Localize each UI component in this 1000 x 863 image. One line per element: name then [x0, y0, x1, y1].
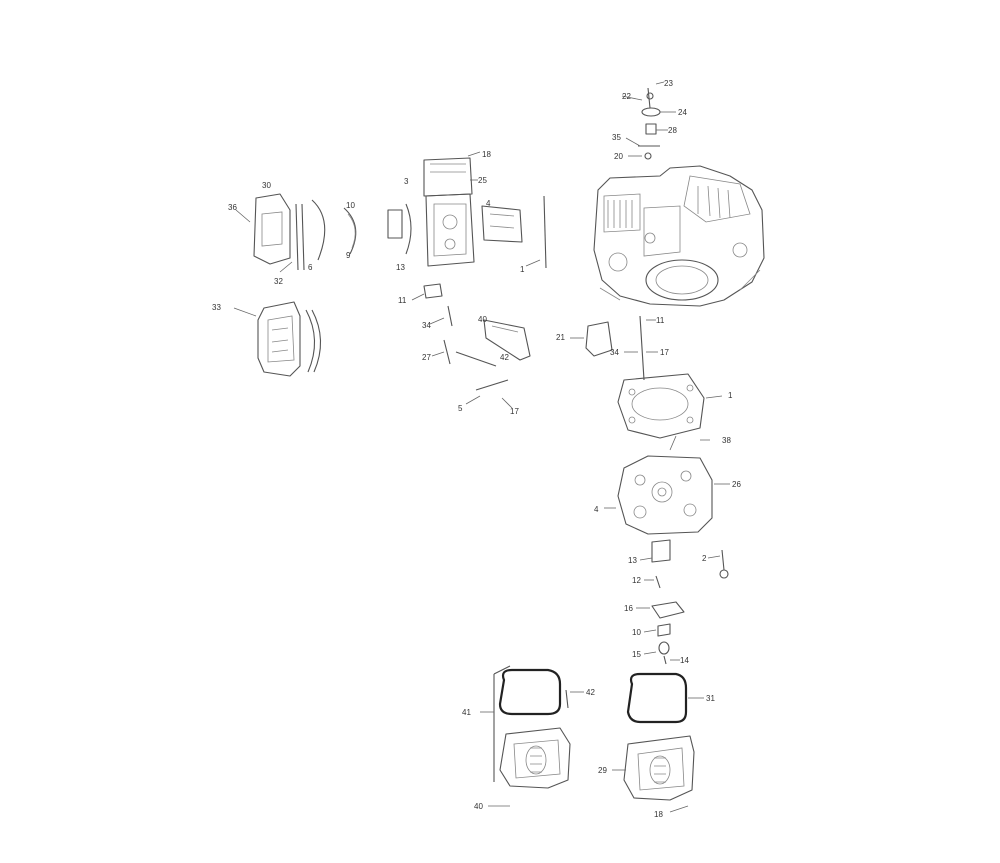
callout-27: 27 [422, 353, 431, 362]
callout-34: 34 [422, 321, 431, 330]
callout-17: 17 [510, 407, 519, 416]
governor-linkage [429, 305, 531, 409]
engine-block [593, 165, 765, 307]
callout-11: 11 [398, 296, 407, 305]
callout-20: 20 [614, 152, 623, 161]
oil-filter [570, 321, 613, 357]
callout-14: 14 [680, 656, 689, 665]
valve-cover-left [488, 727, 571, 807]
callout-18b: 18 [654, 810, 663, 819]
cylinder-head-plate [617, 373, 723, 439]
callout-10b: 10 [632, 628, 641, 637]
callout-42: 42 [500, 353, 509, 362]
carburetor-assembly [411, 151, 547, 301]
callout-38: 38 [722, 436, 731, 445]
callout-18: 18 [482, 150, 491, 159]
callout-1b: 1 [728, 391, 733, 400]
callout-3: 3 [404, 177, 409, 186]
callout-10: 10 [346, 201, 355, 210]
muffler-assembly [233, 301, 322, 377]
callout-labels: 22 23 24 28 35 20 18 25 30 36 10 9 3 4 6… [212, 79, 741, 819]
callout-9: 9 [346, 251, 351, 260]
left-lower-bracket [480, 665, 584, 782]
callout-21: 21 [556, 333, 565, 342]
callout-2: 2 [702, 554, 707, 563]
callout-11b: 11 [656, 316, 665, 325]
callout-34b: 34 [610, 348, 619, 357]
callout-32: 32 [274, 277, 283, 286]
callout-33: 33 [212, 303, 221, 312]
callout-4b: 4 [594, 505, 599, 514]
callout-30: 30 [262, 181, 271, 190]
callout-22: 22 [622, 92, 631, 101]
callout-26: 26 [732, 480, 741, 489]
callout-6: 6 [308, 263, 313, 272]
callout-13: 13 [396, 263, 405, 272]
callout-24: 24 [678, 108, 687, 117]
callout-1: 1 [520, 265, 525, 274]
callout-29: 29 [598, 766, 607, 775]
air-cleaner-assembly [235, 193, 412, 273]
callout-28: 28 [668, 126, 677, 135]
callout-25: 25 [478, 176, 487, 185]
lower-hardware-stack [636, 539, 729, 665]
callout-31: 31 [706, 694, 715, 703]
callout-16: 16 [624, 604, 633, 613]
crankcase-cover [604, 435, 730, 535]
callout-41: 41 [462, 708, 471, 717]
valve-cover-gasket-left [498, 668, 562, 716]
callout-17b: 17 [660, 348, 669, 357]
callout-4: 4 [486, 199, 491, 208]
callout-13b: 13 [628, 556, 637, 565]
dipstick-tube [624, 315, 658, 381]
valve-cover-gasket-right [626, 672, 704, 724]
callout-40: 40 [478, 315, 487, 324]
callout-40b: 40 [474, 802, 483, 811]
callout-12: 12 [632, 576, 641, 585]
callout-42b: 42 [586, 688, 595, 697]
upper-hardware-stack [621, 81, 676, 160]
valve-cover-right [612, 735, 695, 813]
callout-35: 35 [612, 133, 621, 142]
callout-15: 15 [632, 650, 641, 659]
callout-36: 36 [228, 203, 237, 212]
callout-23: 23 [664, 79, 673, 88]
callout-5: 5 [458, 404, 463, 413]
